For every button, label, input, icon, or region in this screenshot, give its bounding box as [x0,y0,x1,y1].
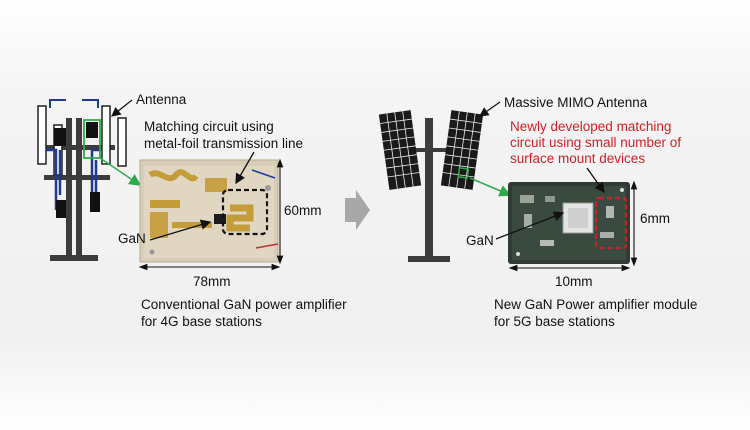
caption-left-line2: for 4G base stations [141,314,262,329]
gan-label-right: GaN [466,233,494,248]
caption-left-line1: Conventional GaN power amplifier [141,297,347,312]
pcb-5g-module [508,182,630,264]
width-label-right: 10mm [555,274,593,289]
width-label-left: 78mm [193,274,231,289]
tower-5g-icon [378,110,484,262]
caption-right-line2: for 5G base stations [494,314,615,329]
matching-circuit-label-line1: Matching circuit using [144,119,274,134]
antenna-label: Antenna [136,92,187,107]
massive-mimo-label: Massive MIMO Antenna [504,95,648,110]
matching-circuit-label-line2: metal-foil transmission line [144,136,304,151]
height-label-right: 6mm [640,211,670,226]
transition-arrow-icon [345,190,370,230]
caption-right-line1: New GaN Power amplifier module [494,297,698,312]
new-matching-label-line1: Newly developed matching [510,119,672,134]
new-matching-label-line2: circuit using small number of [510,135,682,150]
height-label-left: 60mm [284,203,322,218]
new-matching-label-line3: surface mount devices [510,151,646,166]
gan-label-left: GaN [118,231,146,246]
tower-4g-icon [37,99,127,261]
pcb-4g-board [139,159,279,263]
